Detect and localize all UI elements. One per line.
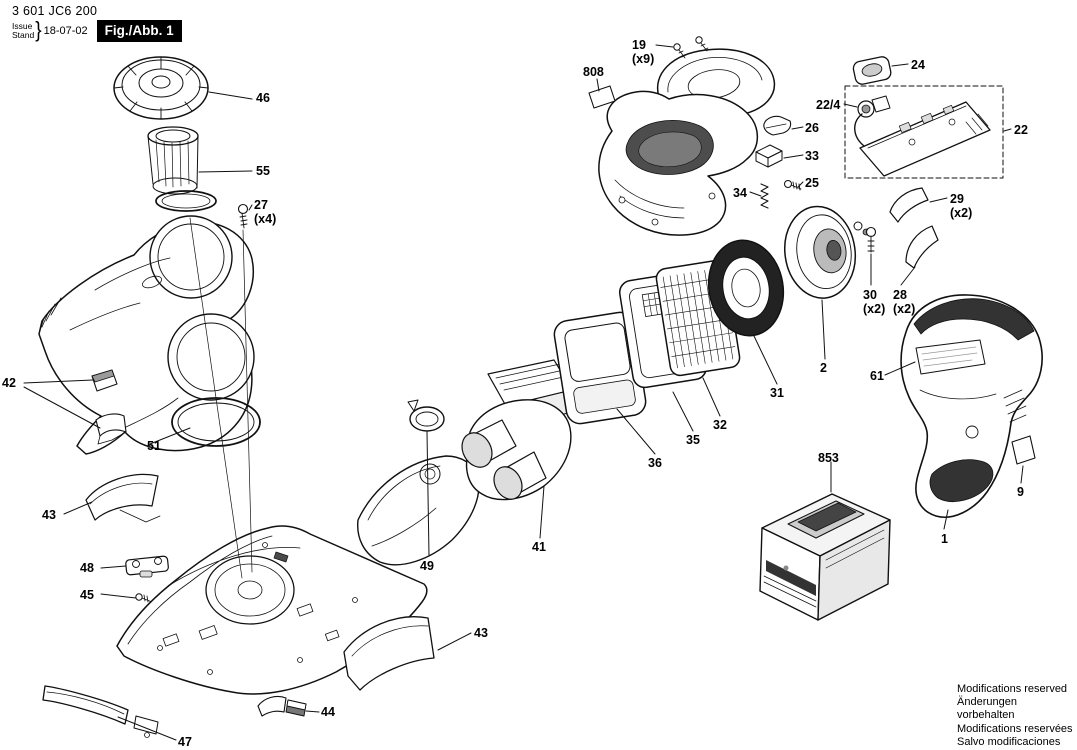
part-number: 3 601 JC6 200 (12, 4, 98, 18)
part-43-left-panel (85, 473, 161, 523)
part-45-screw (135, 593, 153, 603)
part-top-housing-cover (38, 215, 255, 455)
part-2-motor (784, 205, 857, 299)
part-44-pieces (257, 695, 307, 717)
footer-note-line: Änderungen vorbehalten (957, 696, 1017, 722)
part-24-switch (852, 56, 892, 85)
part-36-gasket-frame (553, 311, 647, 425)
part-30-screw (865, 226, 877, 253)
brace-glyph: } (35, 18, 42, 43)
part-31-wheel (707, 239, 785, 337)
footer-note-line: Modifications reserved (957, 683, 1068, 695)
issue-row: Issue Stand } 18-07-02 Fig./Abb. 1 (12, 18, 182, 43)
part-808-label (588, 85, 616, 109)
part-22-pcb-assembly (844, 85, 1004, 179)
issue-stand-labels: Issue Stand (12, 20, 35, 41)
part-29-wedge (889, 187, 929, 223)
part-upper-cover (598, 36, 776, 236)
issue-date: 18-07-02 (43, 25, 88, 37)
part-1-main-housing (900, 294, 1043, 518)
part-47-strip (42, 685, 159, 738)
part-9-label (1011, 435, 1036, 465)
part-46-filter-cap (113, 56, 209, 120)
stand-label: Stand (12, 30, 35, 40)
part-42-pieces (91, 369, 127, 445)
part-853-charger (759, 493, 891, 621)
part-19-screws (673, 36, 709, 59)
part-48-latch (125, 555, 169, 578)
part-55-filter-cartridge (147, 126, 217, 212)
part-27-screw (237, 203, 249, 229)
part-41-motor-housing (461, 359, 573, 501)
footer-note-line: Modifications reservées (957, 722, 1073, 735)
leader-lines (23, 44, 1024, 741)
part-43-right-panel (343, 616, 435, 691)
footer-note-line: Salvo modificaciones (957, 735, 1061, 748)
part-49-clamp (407, 399, 445, 432)
part-28-wedge (905, 225, 939, 269)
title-block: 3 601 JC6 200 Issue Stand } 18-07-02 Fig… (12, 4, 182, 43)
part-22-4-sensor (857, 95, 891, 118)
part-33-block (755, 144, 783, 168)
part-49-shell (357, 455, 480, 566)
part-34-spring (760, 183, 769, 209)
issue-label: Issue (12, 20, 33, 31)
part-26-block (763, 115, 792, 136)
part-25-screw (784, 180, 802, 191)
figure-badge: Fig./Abb. 1 (96, 20, 182, 42)
